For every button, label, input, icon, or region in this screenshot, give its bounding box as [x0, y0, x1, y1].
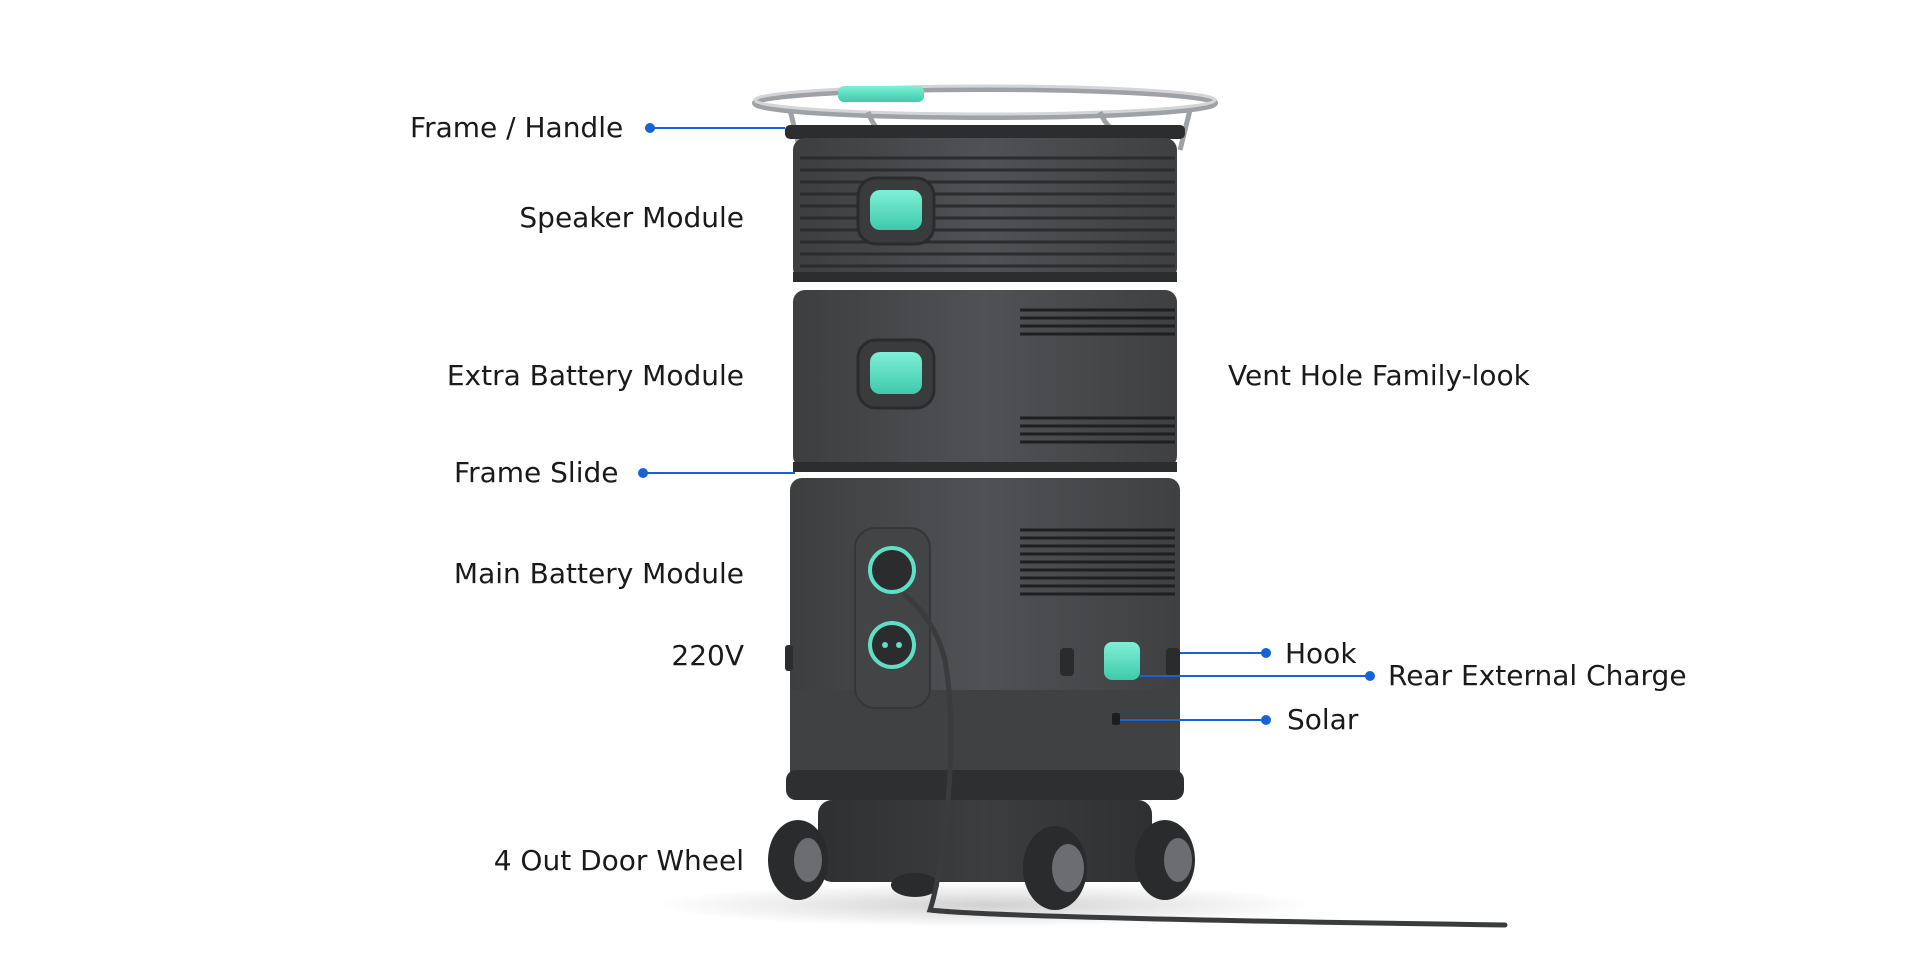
label-solar: Solar [1287, 706, 1358, 734]
handle-grip [838, 86, 924, 102]
extra-battery-module-part [793, 290, 1177, 472]
leader-frame-handle [645, 123, 785, 133]
wheel-rear-right [1135, 820, 1195, 900]
ac-socket-top [870, 548, 914, 592]
label-vent-hole: Vent Hole Family-look [1228, 362, 1530, 390]
wheel-front-right [1023, 826, 1087, 910]
label-frame-slide: Frame Slide [454, 459, 618, 487]
label-hook: Hook [1285, 640, 1357, 668]
label-speaker-module: Speaker Module [519, 204, 744, 232]
hook-right [1166, 648, 1180, 676]
label-out-door-wheel: 4 Out Door Wheel [494, 847, 744, 875]
main-battery-module-part [785, 478, 1180, 778]
label-rear-external-charge: Rear External Charge [1388, 662, 1687, 690]
label-main-battery-module: Main Battery Module [454, 560, 744, 588]
hook-left [1060, 648, 1074, 676]
leader-frame-slide [638, 468, 795, 478]
label-extra-battery-module: Extra Battery Module [447, 362, 744, 390]
extra-battery-button [870, 352, 922, 394]
solar-port [1112, 713, 1120, 725]
speaker-button [870, 190, 922, 230]
ac-socket-bottom [870, 623, 914, 667]
rear-charge-port [1104, 642, 1140, 680]
leader-hook [1180, 648, 1271, 658]
wheel-front-left [768, 820, 828, 900]
label-frame-handle: Frame / Handle [410, 114, 623, 142]
label-220v: 220V [671, 642, 744, 670]
speaker-module-part [793, 138, 1177, 282]
